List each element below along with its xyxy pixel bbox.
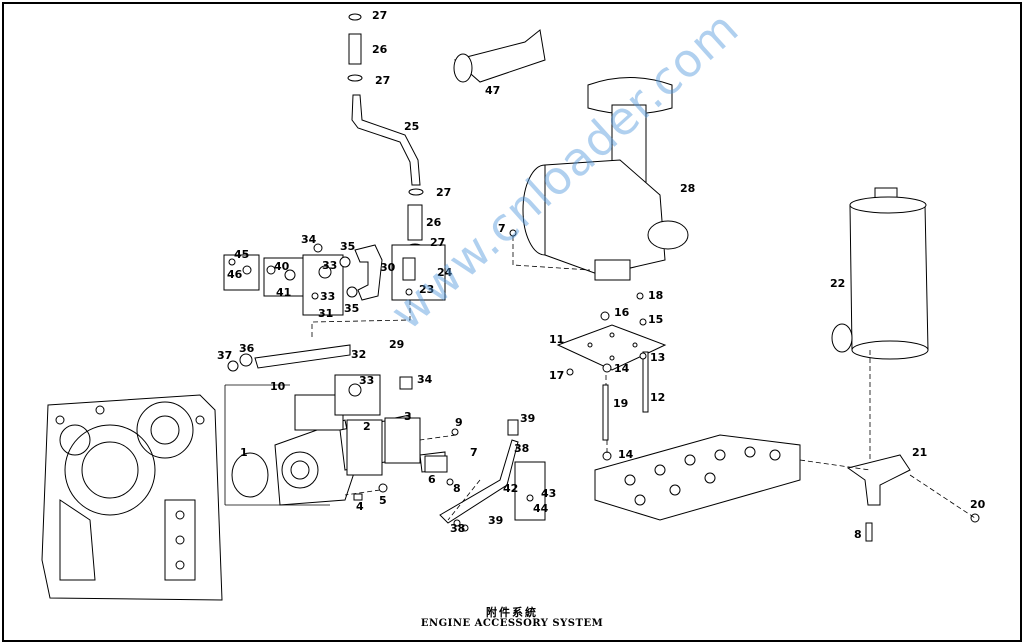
callout-12: 12: [650, 391, 665, 404]
assembly-leader-lines: [311, 236, 976, 521]
callout-38-a: 38: [514, 442, 529, 455]
callout-44: 44: [533, 502, 549, 515]
callout-36: 36: [239, 342, 255, 355]
callout-30: 30: [380, 261, 396, 274]
callout-34-b: 34: [417, 373, 433, 386]
callout-33-a: 33: [322, 259, 337, 272]
callout-2: 2: [363, 420, 371, 433]
callout-37: 37: [217, 349, 232, 362]
callout-11: 11: [549, 333, 564, 346]
callout-31: 31: [318, 307, 333, 320]
callout-28: 28: [680, 182, 695, 195]
callout-13: 13: [650, 351, 665, 364]
callout-3: 3: [404, 410, 412, 423]
callout-34-a: 34: [301, 233, 317, 246]
callout-23: 23: [419, 283, 434, 296]
callout-15: 15: [648, 313, 663, 326]
air-cleaner: [522, 77, 689, 281]
callout-20: 20: [970, 498, 986, 511]
callout-17: 17: [549, 369, 564, 382]
callout-38-b: 38: [450, 522, 465, 535]
callout-32: 32: [351, 348, 366, 361]
callout-5: 5: [379, 494, 387, 507]
inlet-pipe: [453, 29, 546, 83]
callout-21: 21: [912, 446, 927, 459]
callout-1: 1: [240, 446, 248, 459]
callout-labels: 27 26 27 25 27 26 27 24 23 47 28 7 22 45…: [217, 9, 986, 541]
callout-33-c: 33: [359, 374, 374, 387]
callout-27-d: 27: [430, 236, 445, 249]
callout-42: 42: [503, 482, 518, 495]
muffler-bracket: [846, 454, 980, 542]
callout-43: 43: [541, 487, 556, 500]
callout-22: 22: [830, 277, 845, 290]
callout-39-a: 39: [520, 412, 535, 425]
breather-pipe: [347, 13, 424, 251]
cylinder-head: [594, 434, 801, 521]
diagram-title-cn: 附件系統: [486, 606, 538, 619]
callout-39-b: 39: [488, 514, 503, 527]
callout-8-a: 8: [453, 482, 461, 495]
callout-7-a: 7: [498, 222, 506, 235]
callout-25: 25: [404, 120, 419, 133]
callout-9: 9: [455, 416, 463, 429]
callout-8-b: 8: [854, 528, 862, 541]
group-lines: [224, 384, 330, 506]
callout-14-a: 14: [614, 362, 630, 375]
callout-6: 6: [428, 473, 436, 486]
callout-27-c: 27: [436, 186, 451, 199]
callout-10: 10: [270, 380, 286, 393]
callout-27-a: 27: [372, 9, 387, 22]
fittings: [223, 229, 647, 532]
callout-41: 41: [276, 286, 291, 299]
callout-45: 45: [234, 248, 249, 261]
callout-26-b: 26: [426, 216, 442, 229]
callout-18: 18: [648, 289, 663, 302]
bracket-plate: [556, 324, 667, 441]
callout-24: 24: [437, 266, 453, 279]
callout-46: 46: [227, 268, 243, 281]
callout-7-b: 7: [470, 446, 478, 459]
muffler: [831, 187, 929, 360]
callout-4: 4: [356, 500, 364, 513]
callout-26-a: 26: [372, 43, 388, 56]
callout-29: 29: [389, 338, 404, 351]
callout-33-b: 33: [320, 290, 335, 303]
callout-35-a: 35: [340, 240, 355, 253]
callout-19: 19: [613, 397, 628, 410]
callout-14-b: 14: [618, 448, 634, 461]
flywheel-housing: [41, 394, 223, 601]
callout-27-b: 27: [375, 74, 390, 87]
callout-35-b: 35: [344, 302, 359, 315]
callout-40: 40: [274, 260, 290, 273]
callout-47: 47: [485, 84, 500, 97]
diagram-title-en: ENGINE ACCESSORY SYSTEM: [420, 618, 604, 629]
callout-16: 16: [614, 306, 630, 319]
